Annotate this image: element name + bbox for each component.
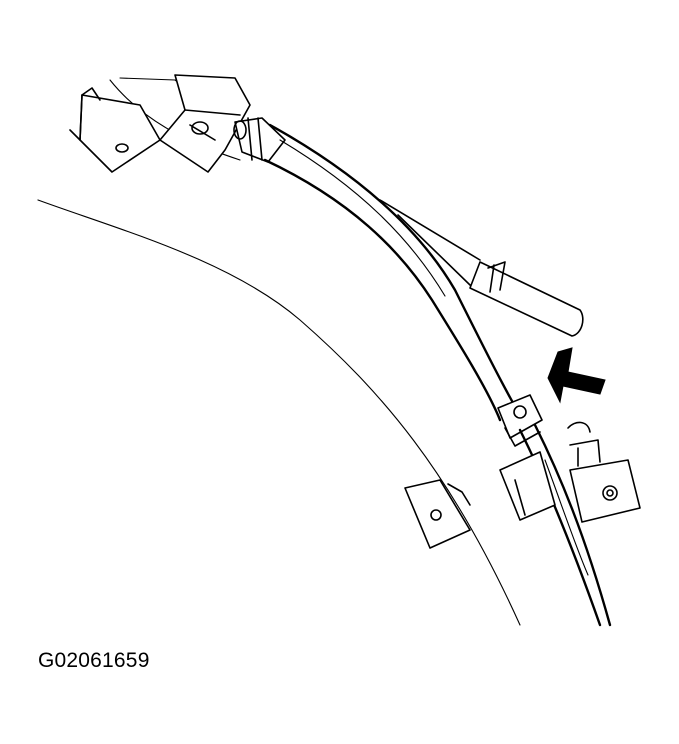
lower-middle-clip xyxy=(499,451,556,521)
upper-left-bracket xyxy=(69,87,161,173)
cable-clamp xyxy=(497,394,543,447)
cable-grommet xyxy=(233,117,286,163)
secondary-pipe xyxy=(379,199,584,337)
cable-hose xyxy=(263,123,522,422)
figure-code: G02061659 xyxy=(38,649,150,672)
arrow-icon xyxy=(547,347,606,404)
upper-fixture xyxy=(159,74,251,173)
lower-right-bracket xyxy=(567,421,641,523)
lower-cable xyxy=(518,423,612,627)
lower-panel-bracket xyxy=(404,479,471,549)
